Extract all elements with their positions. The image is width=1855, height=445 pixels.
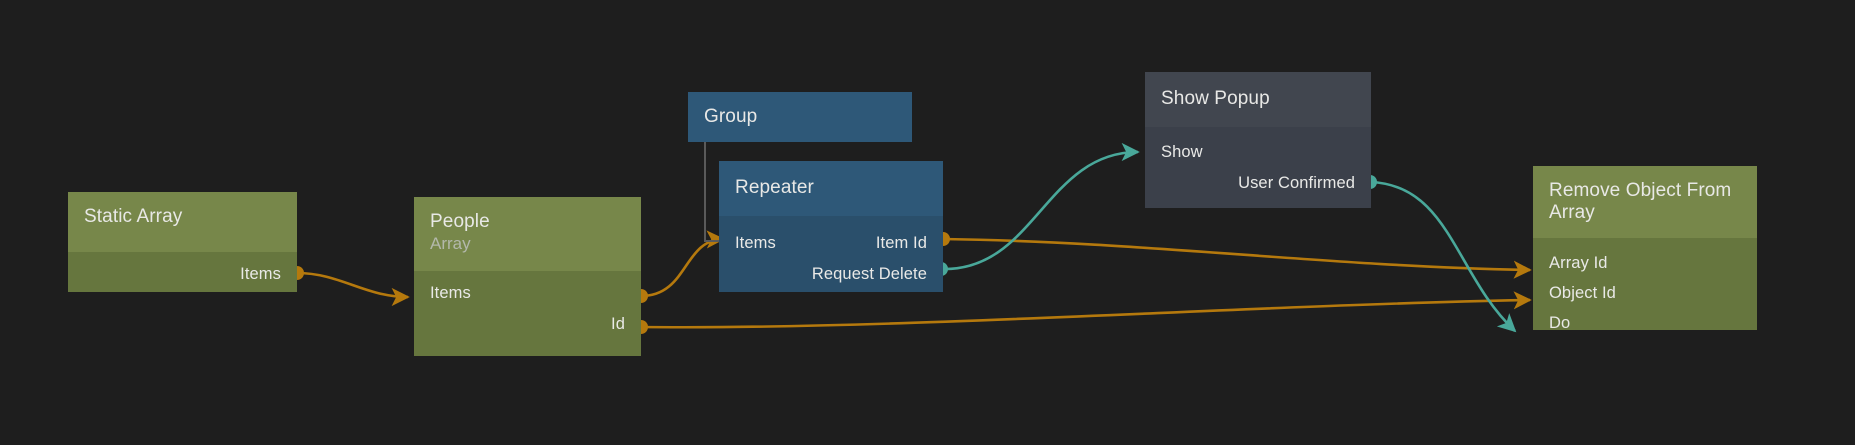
edge-show-popup-user-confirmed-to-remove-do [1369,180,1517,333]
node-group-title: Group [704,105,758,127]
port-label-remove-array-id: Array Id [1549,253,1608,272]
node-remove-object-from-array[interactable]: Remove Object From Array Array Id Object… [1533,166,1757,330]
node-repeater[interactable]: Repeater Items Item Id Request Delete [719,161,943,292]
port-label-show-popup-user-confirmed: User Confirmed [1238,173,1355,192]
node-people[interactable]: People Array Items Id [414,197,641,356]
port-label-repeater-item-id: Item Id [875,233,927,252]
node-people-title: People [430,211,490,232]
node-static-array-header: Static Array [68,192,297,252]
port-row-remove-do[interactable]: Do [1533,310,1757,331]
port-row-repeater-items-in[interactable]: Items Item Id [719,230,943,256]
node-show-popup-body: Show User Confirmed [1145,127,1371,208]
port-label-remove-do: Do [1549,313,1571,331]
node-people-body: Items Id [414,271,641,356]
edge-repeater-request-delete-to-show-popup-show [940,142,1140,271]
node-show-popup[interactable]: Show Popup Show User Confirmed [1145,72,1371,208]
node-show-popup-title: Show Popup [1161,88,1270,110]
port-row-static-array-items[interactable]: Items [68,261,297,287]
port-label-show-popup-show: Show [1161,142,1203,161]
port-row-remove-array-id[interactable]: Array Id [1533,250,1757,276]
node-people-header: People Array [414,197,641,271]
node-repeater-title: Repeater [735,177,814,199]
node-group[interactable]: Group [688,92,912,142]
port-label-remove-object-id: Object Id [1549,283,1616,302]
node-repeater-body: Items Item Id Request Delete [719,216,943,292]
port-row-show-popup-user-confirmed[interactable]: User Confirmed [1145,170,1371,196]
node-remove-object-from-array-header: Remove Object From Array [1533,166,1757,238]
node-static-array[interactable]: Static Array Items [68,192,297,292]
node-remove-object-from-array-body: Array Id Object Id Do [1533,238,1757,330]
node-static-array-title: Static Array [84,206,183,227]
edge-people-items-to-repeater-items [640,230,725,298]
port-row-repeater-request-delete[interactable]: Request Delete [719,261,943,287]
edge-people-id-to-remove-object-id [640,291,1532,329]
port-row-people-items-in[interactable]: Items [414,280,641,306]
node-static-array-body: Items [68,252,297,292]
port-label-people-items-in: Items [430,283,471,302]
port-row-show-popup-show[interactable]: Show [1145,139,1371,165]
edge-repeater-item-id-to-remove-array-id [942,237,1532,279]
node-remove-object-from-array-title: Remove Object From Array [1549,180,1732,224]
port-row-people-id[interactable]: Id [414,311,641,337]
node-people-subtitle: Array [430,234,471,254]
port-label-repeater-items-in: Items [735,233,776,252]
node-show-popup-header: Show Popup [1145,72,1371,127]
port-label-static-array-items: Items [240,264,281,283]
edge-static-array-items-to-people-items [296,271,410,307]
port-label-people-id: Id [611,314,625,333]
node-group-header: Group [688,92,912,142]
port-row-remove-object-id[interactable]: Object Id [1533,280,1757,306]
port-label-repeater-request-delete: Request Delete [811,264,927,283]
node-repeater-header: Repeater [719,161,943,216]
